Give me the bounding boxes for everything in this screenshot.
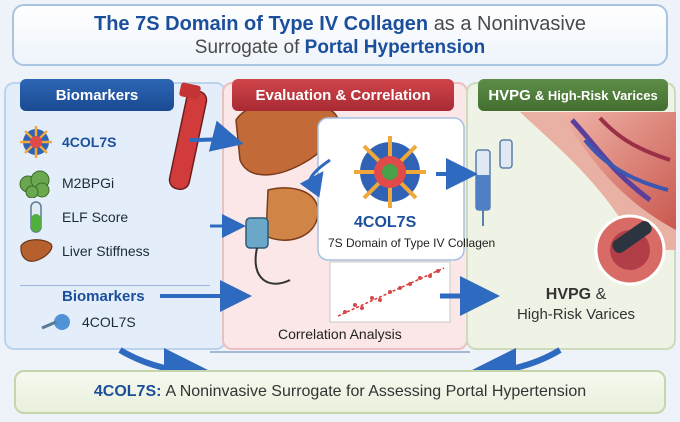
- liver-illustration: [235, 100, 339, 285]
- conclusion-banner: 4COL7S: A Noninvasive Surrogate for Asse…: [14, 370, 666, 414]
- outcome-label: HVPG & High-Risk Varices: [488, 286, 664, 323]
- molecule-sublabel: 7S Domain of Type IV Collagen: [328, 236, 496, 250]
- conclusion-strong: 4COL7S:: [93, 383, 162, 400]
- biomarker-item-elf-score: ELF Score: [18, 200, 128, 234]
- collagen-molecule-large-icon: [354, 136, 426, 208]
- biomarker-label: 4COL7S: [62, 134, 117, 150]
- molecule-label: 4COL7S: [354, 214, 417, 231]
- outcome-amp: &: [595, 286, 607, 303]
- outcome-line-2: High-Risk Varices: [516, 306, 636, 323]
- left-lower-item-label: 4COL7S: [82, 314, 136, 330]
- protein-cluster-icon: [19, 170, 50, 198]
- left-lower-heading: Biomarkers: [62, 288, 145, 305]
- title-plain-2: Surrogate of: [194, 37, 300, 58]
- liver-icon: [20, 239, 53, 262]
- biomarker-item-4col7s: 4COL7S: [18, 124, 116, 160]
- title-plain-1: as a Noninvasive: [433, 13, 586, 35]
- biomarker-item-m2bpgi: M2BPGi: [18, 168, 114, 198]
- correlation-caption: Correlation Analysis: [278, 326, 402, 342]
- tab-evaluation-correlation: Evaluation & Correlation: [232, 79, 454, 111]
- title-strong-1: The 7S Domain of Type IV Collagen: [94, 13, 429, 35]
- collagen-molecule-icon: [20, 126, 52, 158]
- pipette-icon: [41, 314, 70, 330]
- tab-hvpg-varices: HVPG & High-Risk Varices: [478, 79, 668, 111]
- title-line-2: Surrogate of Portal Hypertension: [14, 36, 666, 60]
- biomarker-item-liver-stiffness: Liver Stiffness: [18, 236, 150, 266]
- biomarker-label: M2BPGi: [62, 175, 115, 191]
- title-strong-2: Portal Hypertension: [304, 37, 486, 58]
- conclusion-text: A Noninvasive Surrogate for Assessing Po…: [165, 383, 587, 400]
- title-banner: The 7S Domain of Type IV Collagen as a N…: [12, 4, 668, 66]
- left-lower-item: 4COL7S: [40, 310, 136, 334]
- left-panel-divider: [20, 285, 210, 286]
- outcome-hvpg: HVPG: [545, 286, 592, 303]
- outcome-line-1: HVPG &: [488, 286, 664, 304]
- test-tube-icon: [30, 201, 42, 233]
- blood-tube-icon: [168, 82, 208, 191]
- biomarker-label: ELF Score: [62, 209, 129, 225]
- syringe-icon: [475, 139, 513, 226]
- tab-hvpg-plain: & High-Risk Varices: [534, 87, 658, 103]
- correlation-scatter-plot: [329, 261, 451, 323]
- tab-hvpg-strong: HVPG: [488, 86, 531, 104]
- varices-vessel-illustration: [520, 112, 676, 286]
- title-line-1: The 7S Domain of Type IV Collagen as a N…: [14, 12, 666, 36]
- tab-biomarkers: Biomarkers: [20, 79, 174, 111]
- biomarker-label: Liver Stiffness: [62, 243, 150, 259]
